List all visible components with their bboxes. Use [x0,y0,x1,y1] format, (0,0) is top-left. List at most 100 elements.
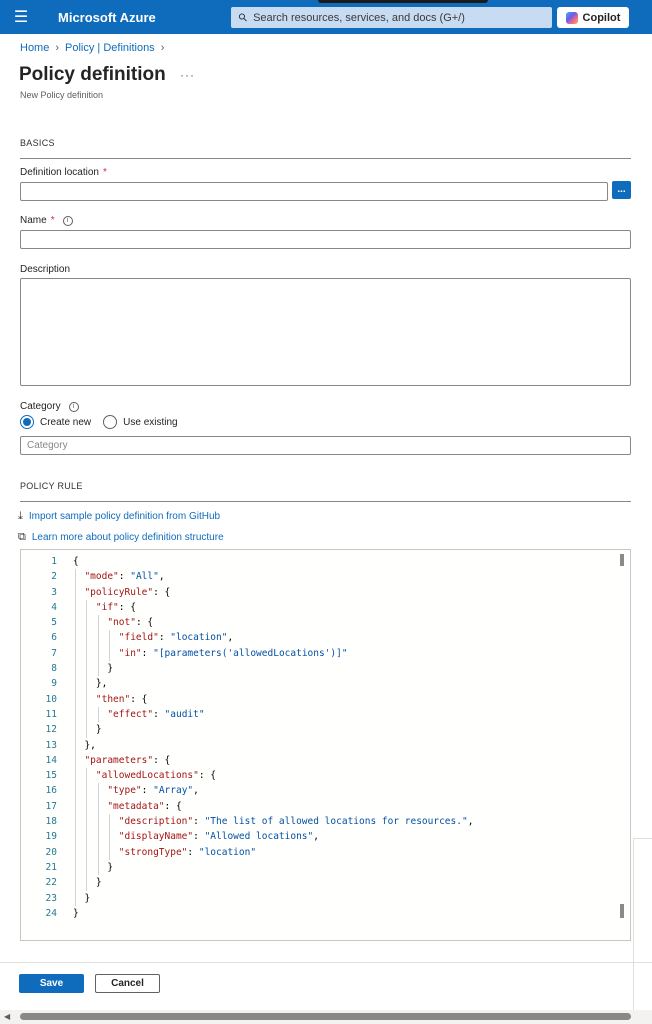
code-line[interactable]: "mode": "All", [73,569,616,585]
code-line[interactable]: } [73,875,616,891]
code-line[interactable]: "in": "[parameters('allowedLocations')]" [73,645,616,662]
section-divider [20,501,631,502]
line-number: 1 [51,556,57,567]
search-box[interactable]: ⚲ Search resources, services, and docs (… [231,7,552,28]
import-sample-link[interactable]: ⤓ Import sample policy definition from G… [18,510,220,523]
code-line[interactable]: } [73,722,616,738]
category-label-text: Category [20,401,61,412]
code-line[interactable]: "metadata": { [73,798,616,815]
import-sample-link-text[interactable]: Import sample policy definition from Git… [28,511,221,522]
line-number: 23 [45,892,57,904]
category-radio-group: Create new Use existing [20,415,178,429]
name-input[interactable] [20,230,631,249]
radio-use-existing[interactable] [103,415,118,429]
code-line[interactable]: } [73,661,616,677]
code-line[interactable]: }, [73,676,616,692]
code-line[interactable]: "not": { [73,615,616,631]
copilot-label: Copilot [582,11,621,24]
code-line[interactable]: "if": { [73,599,616,616]
line-number: 3 [51,586,57,598]
line-number: 14 [45,754,57,766]
basics-section-label: BASICS [20,138,55,148]
code-line[interactable]: "field": "location", [73,630,616,646]
name-label-text: Name [20,215,47,226]
definition-location-input[interactable] [20,182,608,201]
code-line[interactable]: "type": "Array", [73,783,616,799]
breadcrumb: Home › Policy | Definitions › [20,42,164,54]
required-mark: * [102,167,107,178]
line-number: 24 [45,907,57,919]
radio-selected-dot [23,418,31,426]
category-input[interactable]: Category [20,436,631,455]
download-icon: ⤓ [18,510,23,522]
section-divider [20,158,631,159]
chevron-right-icon: › [55,42,60,54]
window-notch [318,0,488,3]
code-line[interactable]: "strongType": "location" [73,844,616,860]
line-number: 15 [45,770,57,782]
line-number: 4 [51,601,57,613]
search-placeholder: Search resources, services, and docs (G+… [253,11,465,24]
code-line[interactable]: "parameters": { [73,752,616,769]
code-line[interactable]: "policyRule": { [73,584,616,600]
cancel-button[interactable]: Cancel [95,974,160,993]
copilot-button[interactable]: Copilot [557,7,629,28]
line-number: 7 [51,647,57,659]
description-label: Description [20,264,71,275]
copilot-icon [565,11,578,24]
editor-scrollbar-thumb[interactable] [620,554,624,566]
code-line[interactable]: { [73,556,79,567]
info-icon[interactable]: i [62,215,73,226]
code-line[interactable]: "displayName": "Allowed locations", [73,829,616,845]
more-options-icon[interactable]: ··· [180,68,195,82]
editor-scrollbar-marker [620,904,624,918]
code-line[interactable]: "then": { [73,691,616,707]
save-button[interactable]: Save [19,974,84,993]
breadcrumb-home[interactable]: Home [20,42,50,54]
learn-more-link-text[interactable]: Learn more about policy definition struc… [31,532,224,543]
code-line[interactable]: } [73,859,616,876]
policy-rule-section-label: POLICY RULE [20,481,83,491]
line-number: 5 [51,617,57,629]
line-number: 16 [45,785,57,797]
definition-location-label-text: Definition location [20,167,99,178]
horizontal-scrollbar-thumb[interactable] [20,1013,631,1020]
code-line[interactable]: }, [73,737,616,753]
radio-create-new-label[interactable]: Create new [40,416,92,428]
definition-location-label: Definition location * [20,167,107,178]
code-line[interactable]: "allowedLocations": { [73,768,616,784]
code-content[interactable]: { "mode": "All", "policyRule": { "if": {… [73,554,616,921]
description-textarea[interactable] [20,278,631,386]
line-number: 22 [45,877,57,889]
page-title: Policy definition [19,64,166,85]
scroll-left-icon[interactable]: ◀ [4,1012,11,1021]
line-number: 19 [45,831,57,843]
line-number: 6 [51,632,57,644]
brand-label[interactable]: Microsoft Azure [58,9,156,25]
line-number: 11 [45,708,57,720]
category-label: Category i [20,401,79,412]
radio-use-existing-label[interactable]: Use existing [123,416,178,428]
name-label: Name * i [20,215,73,226]
info-icon[interactable]: i [68,401,79,412]
hamburger-icon[interactable]: ☰ [13,9,29,26]
horizontal-scrollbar[interactable]: ◀ [0,1010,652,1024]
browse-location-button[interactable]: ... [612,181,631,199]
code-line[interactable]: "effect": "audit" [73,706,616,723]
top-bar: ☰ Microsoft Azure ⚲ Search resources, se… [0,0,652,34]
radio-create-new[interactable] [20,415,34,429]
side-panel-edge [633,838,652,1010]
learn-more-link[interactable]: ⧉ Learn more about policy definition str… [18,531,224,544]
code-line[interactable]: } [73,907,79,919]
chevron-right-icon: › [160,42,165,54]
line-number: 17 [45,800,57,812]
line-number: 13 [45,739,57,751]
line-number: 12 [45,724,57,736]
open-in-new-icon: ⧉ [18,531,26,543]
breadcrumb-policy-definitions[interactable]: Policy | Definitions [65,42,155,54]
code-line[interactable]: "description": "The list of allowed loca… [73,814,616,830]
code-line[interactable]: } [73,890,616,906]
footer-divider [0,962,652,963]
